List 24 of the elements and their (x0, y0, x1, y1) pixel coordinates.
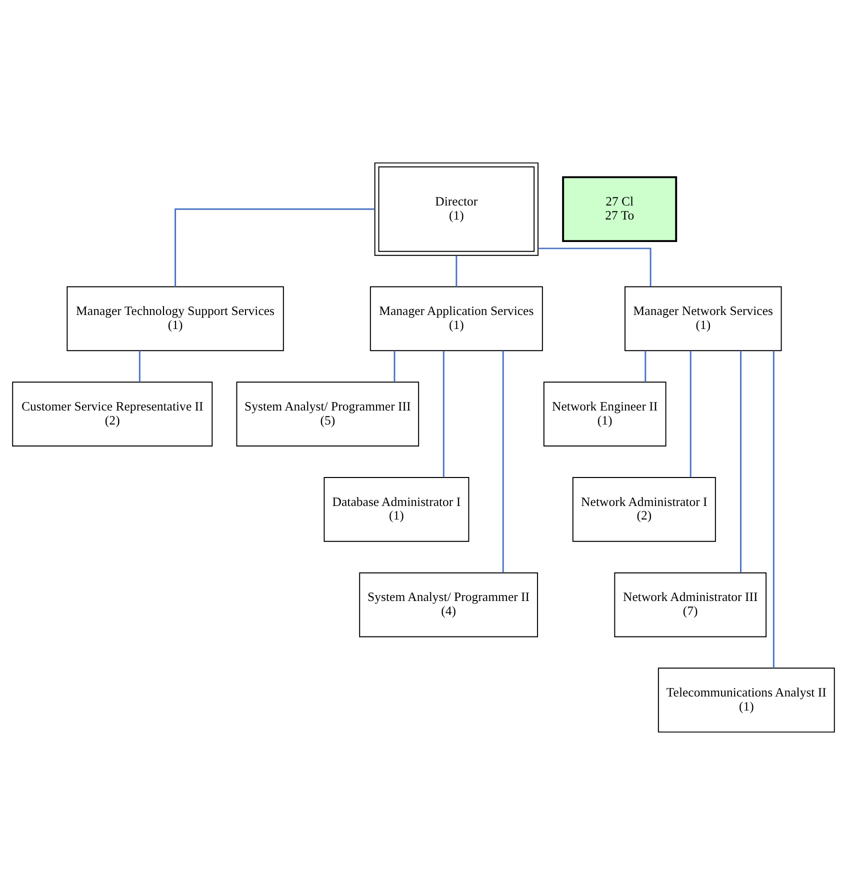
node-box: Customer Service Representative II (2) (12, 381, 213, 446)
connector (456, 255, 458, 286)
node-box: Database Administrator I (1) (324, 476, 470, 542)
node-box: 27 Cl 27 To (562, 176, 678, 242)
connector (502, 350, 504, 572)
connector (690, 350, 692, 477)
connector (538, 247, 652, 286)
connector (772, 350, 774, 668)
node-box: Manager Application Services (1) (370, 286, 543, 351)
connector (394, 350, 396, 382)
connector (644, 350, 646, 382)
node-box: System Analyst/ Programmer III (5) (236, 381, 420, 446)
node-box: Manager Network Services (1) (624, 286, 782, 351)
connector (138, 350, 140, 382)
connector (442, 350, 444, 477)
node-box: Network Administrator I (2) (572, 476, 716, 542)
node-box: Network Administrator III (7) (614, 572, 767, 637)
node-box: Director (1) (374, 162, 538, 256)
connector (740, 350, 742, 572)
node-box: System Analyst/ Programmer II (4) (359, 572, 538, 637)
node-box: Telecommunications Analyst II (1) (658, 667, 835, 732)
node-box: Manager Technology Support Services (1) (66, 286, 284, 351)
connector (174, 208, 375, 286)
node-box: Network Engineer II (1) (543, 381, 666, 446)
